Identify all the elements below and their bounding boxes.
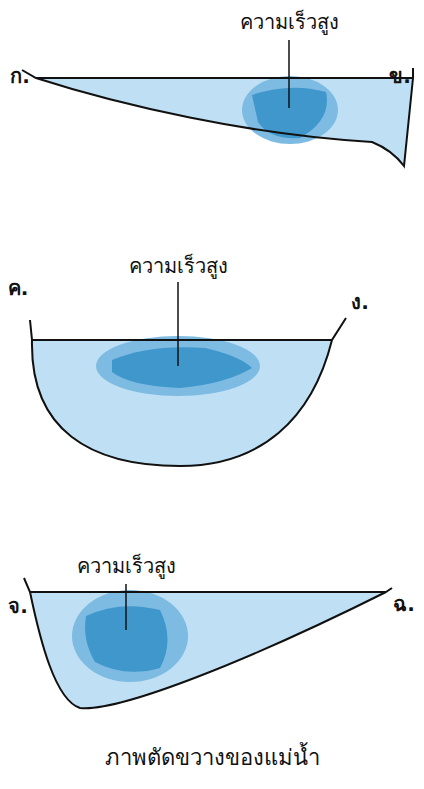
bank-letter: ก. [10, 64, 30, 88]
water-body [32, 340, 332, 466]
leader-line [177, 282, 179, 366]
bank-letter: ค. [8, 276, 29, 300]
bank-letter: ข. [389, 64, 411, 88]
fast-zone-halo [72, 590, 188, 682]
water-surface [30, 591, 386, 593]
bank-letter: ฉ. [393, 592, 415, 616]
speed-label: ความเร็วสูง [77, 554, 176, 578]
speed-label: ความเร็วสูง [240, 10, 339, 34]
speed-label: ความเร็วสูง [129, 254, 228, 278]
water-surface [32, 339, 332, 341]
river-bed [22, 68, 413, 166]
bank-letter: ง. [351, 290, 369, 314]
section-1 [22, 40, 413, 166]
river-bed [24, 578, 392, 708]
river-bed [30, 318, 346, 466]
water-body [36, 78, 413, 166]
caption: ภาพตัดขวางของแม่น้ำ [105, 745, 320, 771]
water-surface [36, 77, 413, 79]
bank-letter: จ. [8, 594, 28, 618]
section-2 [30, 282, 346, 466]
section-3 [24, 578, 392, 708]
leader-line [125, 584, 127, 630]
leader-line [288, 40, 290, 108]
fast-zone [112, 347, 252, 388]
